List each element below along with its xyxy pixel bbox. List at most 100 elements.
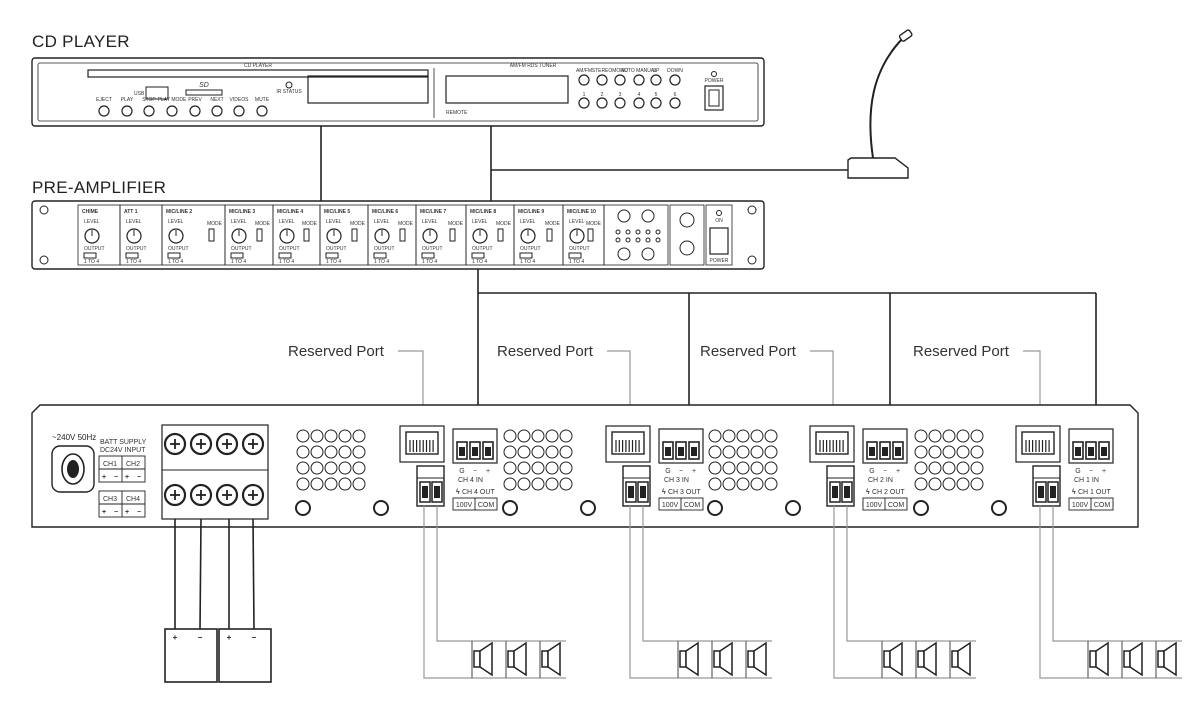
tuner-button[interactable] [614, 74, 626, 86]
mode-switch[interactable] [587, 228, 594, 242]
reserved-rj45-port[interactable] [399, 425, 445, 463]
mode-switch[interactable] [256, 228, 263, 242]
pre-mode-label: MODE [255, 221, 271, 227]
tuner-button-label: DOWN [667, 68, 683, 74]
transport-button[interactable] [211, 105, 223, 117]
pre-level-label: LEVEL [374, 219, 390, 225]
tuner-button[interactable] [596, 74, 608, 86]
output-selector[interactable] [421, 252, 435, 259]
pre-mode-label: MODE [586, 221, 602, 227]
transport-button[interactable] [98, 105, 110, 117]
mode-switch[interactable] [303, 228, 310, 242]
transport-button[interactable] [121, 105, 133, 117]
lightning-icon: ϟ [662, 489, 666, 496]
mode-switch[interactable] [399, 228, 406, 242]
output-selector[interactable] [230, 252, 244, 259]
tuner-button[interactable] [633, 74, 645, 86]
pre-mode-label: MODE [448, 221, 464, 227]
mode-switch[interactable] [449, 228, 456, 242]
pre-zone-label: 1 TO 4 [520, 259, 535, 265]
pre-amp-title: PRE-AMPLIFIER [32, 178, 166, 197]
preset-label: 1 [583, 92, 586, 98]
output-selector[interactable] [125, 252, 139, 259]
dc-terminal-block [161, 424, 269, 520]
disc-slot [87, 69, 429, 78]
channel-out-label: CH 4 OUT [462, 489, 495, 496]
channel-out-label: CH 2 OUT [872, 489, 905, 496]
preset-button[interactable] [596, 97, 608, 109]
pre-output-label: OUTPUT [520, 246, 541, 252]
reserved-rj45-port[interactable] [605, 425, 651, 463]
pre-level-label: LEVEL [422, 219, 438, 225]
speaker-icon [1157, 650, 1165, 668]
pre-channel-label: MIC/LINE 2 [166, 209, 192, 215]
transport-button[interactable] [166, 105, 178, 117]
output-selector[interactable] [568, 252, 582, 259]
pre-mode-label: MODE [207, 221, 223, 227]
mode-switch[interactable] [546, 228, 553, 242]
pre-output-label: OUTPUT [126, 246, 147, 252]
pre-mode-label: MODE [496, 221, 512, 227]
preset-label: 2 [601, 92, 604, 98]
reserved-rj45-port[interactable] [1015, 425, 1061, 463]
sd-label: SD [199, 82, 209, 89]
transport-button[interactable] [143, 105, 155, 117]
preset-button[interactable] [614, 97, 626, 109]
mode-switch[interactable] [351, 228, 358, 242]
out-com-label: COM [684, 502, 701, 509]
preset-label: 3 [619, 92, 622, 98]
preset-button[interactable] [669, 97, 681, 109]
tuner-button[interactable] [650, 74, 662, 86]
output-selector[interactable] [167, 252, 181, 259]
mode-switch[interactable] [208, 228, 215, 242]
pre-mode-label: MODE [350, 221, 366, 227]
output-selector[interactable] [83, 252, 97, 259]
mode-switch[interactable] [497, 228, 504, 242]
tuner-button-label: AUTO MANUAL [621, 68, 657, 74]
tuner-button[interactable] [578, 74, 590, 86]
input-terminal[interactable] [452, 428, 498, 464]
preset-button[interactable] [578, 97, 590, 109]
input-terminal-marker: + [896, 468, 900, 475]
out-100v-label: 100V [456, 502, 473, 509]
speaker-icon [917, 650, 925, 668]
channel-out-label: CH 1 OUT [1078, 489, 1111, 496]
speaker-icon [747, 650, 755, 668]
pre-channel-label: MIC/LINE 3 [229, 209, 255, 215]
transport-button-label: MUTE [255, 97, 270, 103]
output-selector[interactable] [519, 252, 533, 259]
pre-channel-label: MIC/LINE 7 [420, 209, 446, 215]
batt-label-2: DC24V INPUT [100, 447, 146, 454]
pre-zone-label: 1 TO 4 [422, 259, 437, 265]
tuner-button-label: MONO [612, 68, 628, 74]
out-com-label: COM [478, 502, 495, 509]
transport-button[interactable] [189, 105, 201, 117]
reserved-rj45-port[interactable] [809, 425, 855, 463]
pre-zone-label: 1 TO 4 [569, 259, 584, 265]
input-terminal[interactable] [862, 428, 908, 464]
transport-button[interactable] [256, 105, 268, 117]
speaker-icon [473, 650, 481, 668]
pre-level-label: LEVEL [231, 219, 247, 225]
cd-power-switch [704, 85, 724, 111]
preset-button[interactable] [633, 97, 645, 109]
input-terminal[interactable] [658, 428, 704, 464]
pre-channel-label: MIC/LINE 10 [567, 209, 596, 215]
transport-button[interactable] [233, 105, 245, 117]
input-terminal[interactable] [1068, 428, 1114, 464]
speaker-icon [679, 650, 687, 668]
out-com-label: COM [1094, 502, 1111, 509]
output-selector[interactable] [471, 252, 485, 259]
tuner-button[interactable] [669, 74, 681, 86]
preset-button[interactable] [650, 97, 662, 109]
speaker-icon [541, 650, 549, 668]
remote-label: REMOTE [446, 110, 468, 116]
speaker-groups [423, 506, 1182, 679]
output-selector[interactable] [278, 252, 292, 259]
output-selector[interactable] [325, 252, 339, 259]
output-selector[interactable] [373, 252, 387, 259]
